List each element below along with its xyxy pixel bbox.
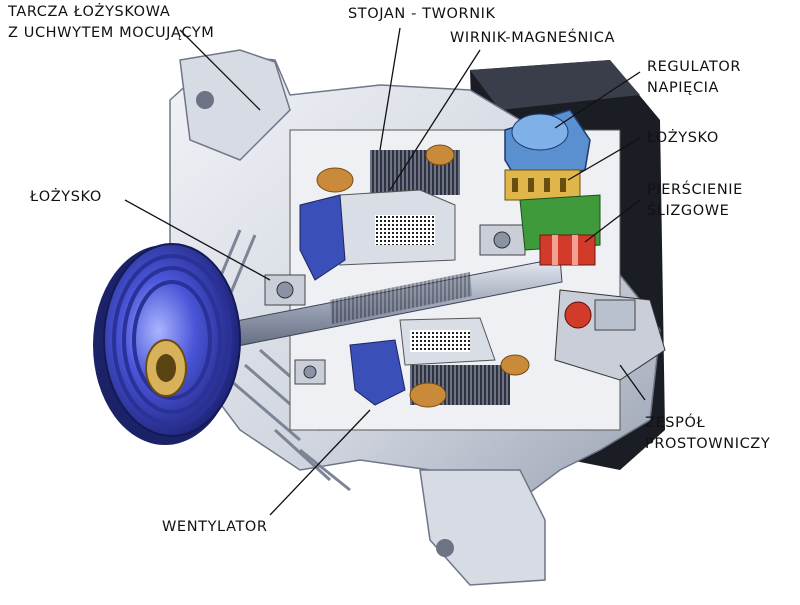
label-bearing-shield-line2: Z UCHWYTEM MOCUJĄCYM [8,25,215,41]
label-bearing-shield-line1: TARCZA ŁOŻYSKOWA [8,4,171,20]
leader-bearing-left [124,199,271,281]
label-rotor-text: WIRNIK-MAGNEŚNICA [450,30,616,46]
label-rectifier-line1: ZESPÓŁ [645,415,706,431]
label-bearing-left-text: ŁOŻYSKO [30,189,102,205]
rotor-claws [299,194,406,406]
rectifier [554,289,666,381]
label-regulator-line1: REGULATOR [647,59,742,75]
label-rectifier-line2: PROSTOWNICZY [645,436,771,452]
label-bearing-shield: TARCZA ŁOŻYSKOWA Z UCHWYTEM MOCUJĄCYM [8,2,214,44]
label-rectifier: ZESPÓŁ PROSTOWNICZY [645,413,770,455]
leader-slip-rings [584,199,641,243]
label-bearing-right-text: ŁOŻYSKO [647,130,719,146]
pulley [93,243,241,445]
label-fan-text: WENTYLATOR [162,519,268,535]
voltage-regulator [504,109,601,251]
label-stator-text: STOJAN - TWORNIK [348,6,496,22]
leader-bearing-shield [179,29,261,111]
leader-rotor [389,49,481,191]
label-slip-rings-line1: PIERŚCIENIE [647,182,743,198]
leader-lines [124,27,646,516]
leader-stator [379,27,401,151]
label-regulator: REGULATOR NAPIĘCIA [647,57,741,99]
slip-rings [539,234,596,266]
leader-fan [269,409,371,516]
label-rotor: WIRNIK-MAGNEŚNICA [450,28,615,49]
label-stator: STOJAN - TWORNIK [348,4,496,25]
label-slip-rings: PIERŚCIENIE ŚLIZGOWE [647,180,743,222]
label-fan: WENTYLATOR [162,517,268,538]
rotor-poles [339,189,496,366]
leader-regulator [554,71,641,129]
bearings [264,224,526,385]
label-regulator-line2: NAPIĘCIA [647,80,720,96]
label-slip-rings-line2: ŚLIZGOWE [647,203,730,219]
leader-bearing-right [567,137,641,181]
leader-rectifier [619,364,646,401]
stator-windings [316,144,530,408]
label-bearing-right: ŁOŻYSKO [647,128,719,149]
label-bearing-left: ŁOŻYSKO [30,187,102,208]
